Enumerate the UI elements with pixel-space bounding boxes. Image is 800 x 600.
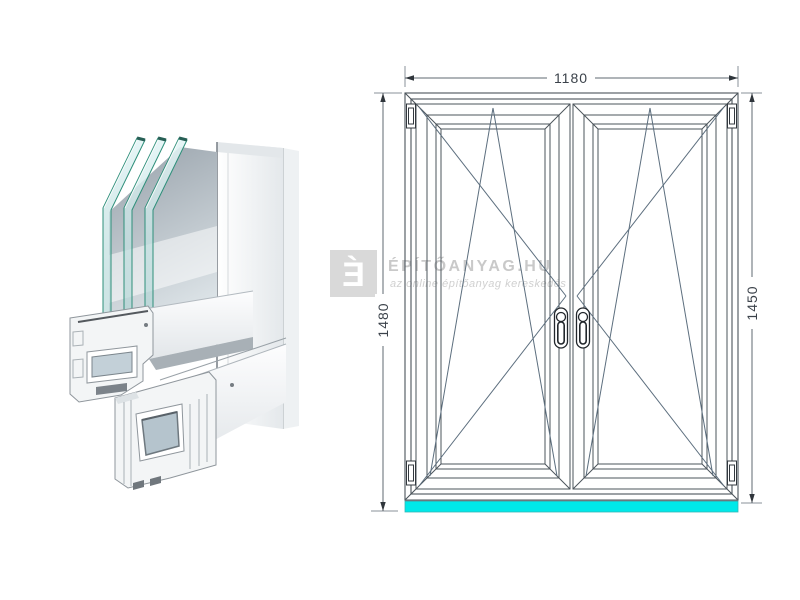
- left-sash: [415, 103, 571, 490]
- right-sash-tilt-symbol: [585, 107, 714, 477]
- dimension-height-frame-label: 1450: [744, 285, 760, 320]
- hinge-top-right: [727, 103, 737, 129]
- window-technical-drawing: 1180 1480 1450: [371, 66, 762, 513]
- sash-beam: [137, 290, 254, 370]
- brand-watermark: É ÉPÍTŐANYAG.HU az online építőanyag ker…: [330, 250, 566, 297]
- hinge-bottom-right: [727, 460, 737, 486]
- dimension-width: 1180: [405, 70, 738, 86]
- sash-cross-section: [69, 305, 154, 403]
- hinge-top-left: [406, 103, 416, 129]
- opening-symbols: [418, 106, 725, 487]
- brand-logo-square: [330, 250, 377, 297]
- dimension-height-frame: 1450: [744, 93, 760, 503]
- sash-chamber: [91, 351, 133, 378]
- left-sash-handle: [553, 307, 569, 349]
- dimension-height-total-label: 1480: [375, 302, 391, 337]
- window-sill: [404, 499, 739, 513]
- handles: [553, 307, 591, 349]
- dimension-width-label: 1180: [554, 70, 588, 86]
- brand-name-text: ÉPÍTŐANYAG.HU: [388, 256, 552, 275]
- right-sash-handle: [575, 307, 591, 349]
- left-sash-turn-symbol: [418, 106, 567, 487]
- hinge-bottom-left: [406, 460, 416, 486]
- hinges: [406, 103, 737, 486]
- brand-logo-letter: É: [342, 256, 365, 294]
- right-sash: [572, 103, 728, 490]
- left-sash-tilt-symbol: [429, 107, 558, 477]
- frame-cross-section: [114, 371, 234, 490]
- dimension-height-total: 1480: [375, 93, 391, 511]
- window-profile-render: [69, 136, 299, 490]
- brand-tagline-text: az online építőanyag kereskedés: [390, 278, 566, 290]
- frame-back-strip: [283, 148, 299, 429]
- right-sash-turn-symbol: [576, 106, 725, 487]
